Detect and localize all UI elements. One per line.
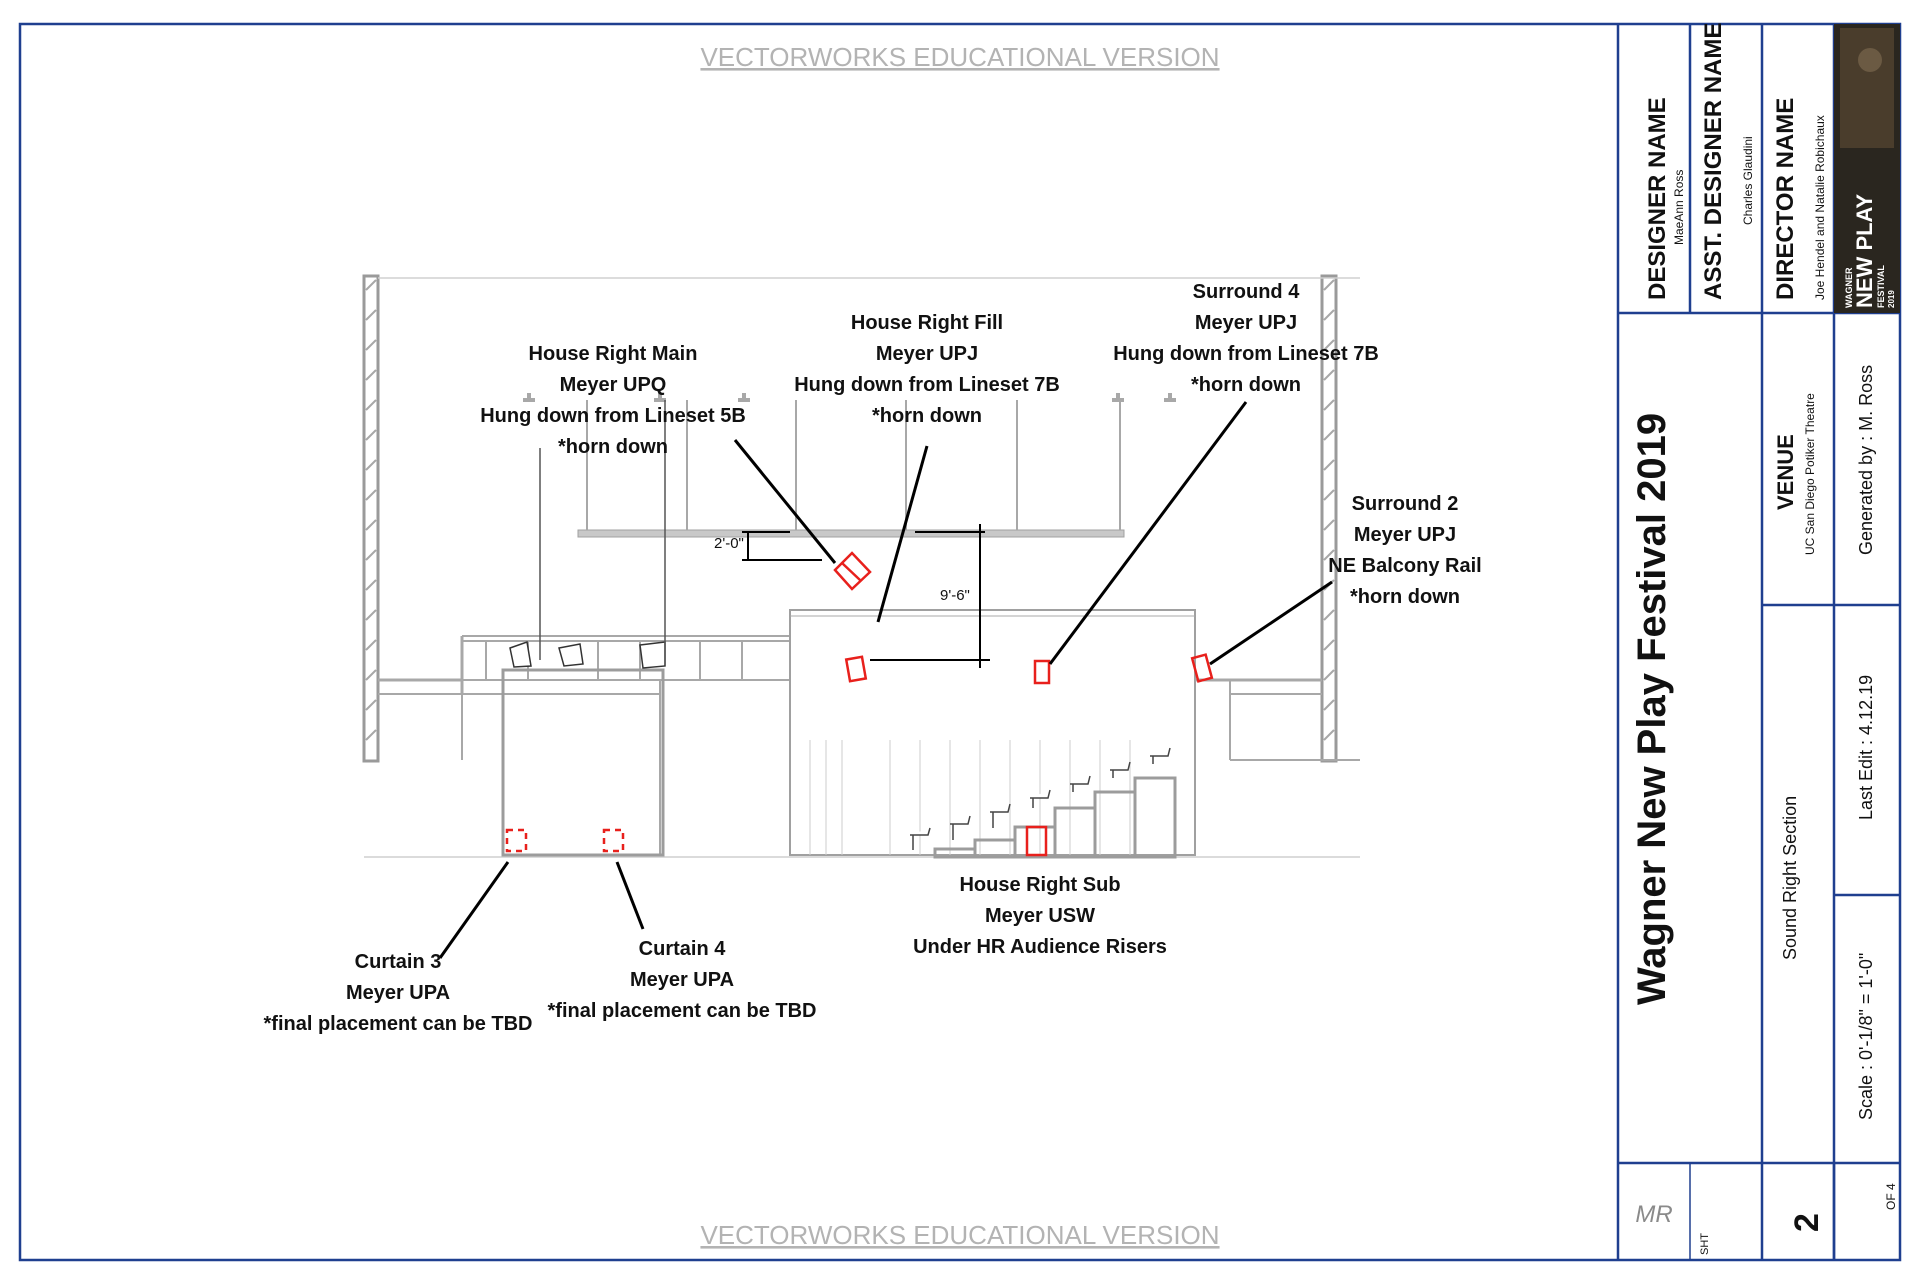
audience-seats (910, 747, 1171, 850)
speaker-house-right-sub (1025, 825, 1048, 857)
designer-label: DESIGNER NAME (1644, 97, 1671, 300)
callout-line: *horn down (1191, 374, 1301, 396)
sheet-label: SHT (1699, 1233, 1711, 1255)
festival-logo: WAGNER NEW PLAY FESTIVAL 2019 (1834, 24, 1900, 313)
callout-curtain-4: Curtain 4 Meyer UPA *final placement can… (548, 938, 817, 1022)
callout-line: House Right Main (529, 343, 698, 365)
venue-label: VENUE (1773, 434, 1798, 510)
speaker-surround-4 (1033, 659, 1051, 685)
callout-line: Hung down from Lineset 5B (480, 405, 746, 427)
speaker-house-right-fill (844, 655, 868, 683)
venue-name: UC San Diego Potiker Theatre (1803, 393, 1817, 555)
production-title: Wagner New Play Festival 2019 (1630, 413, 1674, 1005)
director-name: Joe Hendel and Natalie Robichaux (1813, 115, 1827, 300)
asst-designer-label: ASST. DESIGNER NAME (1700, 23, 1727, 300)
callout-line: Curtain 3 (355, 951, 442, 973)
callout-curtain-3: Curtain 3 Meyer UPA *final placement can… (264, 951, 533, 1035)
sheet-number: 2 (1788, 1213, 1826, 1232)
callout-line: Under HR Audience Risers (913, 936, 1167, 958)
callout-line: House Right Fill (851, 312, 1003, 334)
callout-line: Curtain 4 (639, 938, 727, 960)
callout-line: *horn down (1350, 586, 1460, 608)
watermark-top: VECTORWORKS EDUCATIONAL VERSION (700, 42, 1219, 72)
designer-name: MaeAnn Ross (1672, 170, 1686, 245)
callout-line: *horn down (872, 405, 982, 427)
leader-lines (438, 401, 1333, 959)
speaker-curtain-4 (602, 828, 625, 853)
director-label: DIRECTOR NAME (1772, 98, 1799, 300)
callout-surround-4: Surround 4 Meyer UPJ Hung down from Line… (1113, 281, 1379, 396)
designer-monogram: MR (1635, 1201, 1672, 1228)
logo-year-text: 2019 (1887, 290, 1896, 308)
generated-by: Generated by : M. Ross (1856, 365, 1876, 555)
callout-house-right-fill: House Right Fill Meyer UPJ Hung down fro… (794, 312, 1060, 427)
logo-top-text: WAGNER (1844, 267, 1854, 308)
dimension-9ft6: 9'-6" (940, 587, 970, 604)
speakers (505, 551, 1214, 857)
callout-line: Meyer UPJ (1354, 524, 1456, 546)
sheet-title: Sound Right Section (1780, 796, 1800, 960)
dimension-lines (742, 524, 990, 668)
callout-line: *horn down (558, 436, 668, 458)
callout-house-right-main: House Right Main Meyer UPQ Hung down fro… (480, 343, 746, 458)
sheet-border (18, 22, 1902, 1262)
callout-line: Meyer UPQ (560, 374, 667, 396)
callout-line: Meyer UPA (630, 969, 734, 991)
audience-risers (933, 776, 1177, 859)
callout-line: Meyer UPA (346, 982, 450, 1004)
left-wall (362, 274, 380, 763)
asst-designer-name: Charles Glaudini (1741, 136, 1755, 225)
callout-line: NE Balcony Rail (1328, 555, 1481, 577)
callout-line: Meyer UPJ (1195, 312, 1297, 334)
callout-line: Hung down from Lineset 7B (794, 374, 1060, 396)
scale: Scale : 0'-1/8" = 1'-0" (1856, 953, 1876, 1120)
speaker-house-right-main (833, 551, 872, 591)
dimension-2ft: 2'-0" (714, 535, 744, 552)
theatre-structure (362, 274, 1360, 859)
callout-line: *final placement can be TBD (264, 1013, 533, 1035)
sheet-total: OF 4 (1884, 1183, 1898, 1210)
callout-surround-2: Surround 2 Meyer UPJ NE Balcony Rail *ho… (1328, 493, 1481, 608)
callout-line: Hung down from Lineset 7B (1113, 343, 1379, 365)
last-edit: Last Edit : 4.12.19 (1856, 675, 1876, 820)
callout-house-right-sub: House Right Sub Meyer USW Under HR Audie… (913, 874, 1167, 958)
callout-line: Surround 4 (1193, 281, 1301, 303)
watermark-bottom: VECTORWORKS EDUCATIONAL VERSION (700, 1220, 1219, 1250)
callout-line: Surround 2 (1352, 493, 1459, 515)
speaker-curtain-3 (505, 828, 528, 853)
logo-main-text: NEW PLAY (1852, 194, 1877, 308)
callout-line: Meyer USW (985, 905, 1095, 927)
logo-sub-text: FESTIVAL (1876, 265, 1886, 308)
callout-line: Meyer UPJ (876, 343, 978, 365)
callout-line: House Right Sub (959, 874, 1120, 896)
callout-line: *final placement can be TBD (548, 1000, 817, 1022)
speaker-surround-2 (1190, 653, 1214, 683)
